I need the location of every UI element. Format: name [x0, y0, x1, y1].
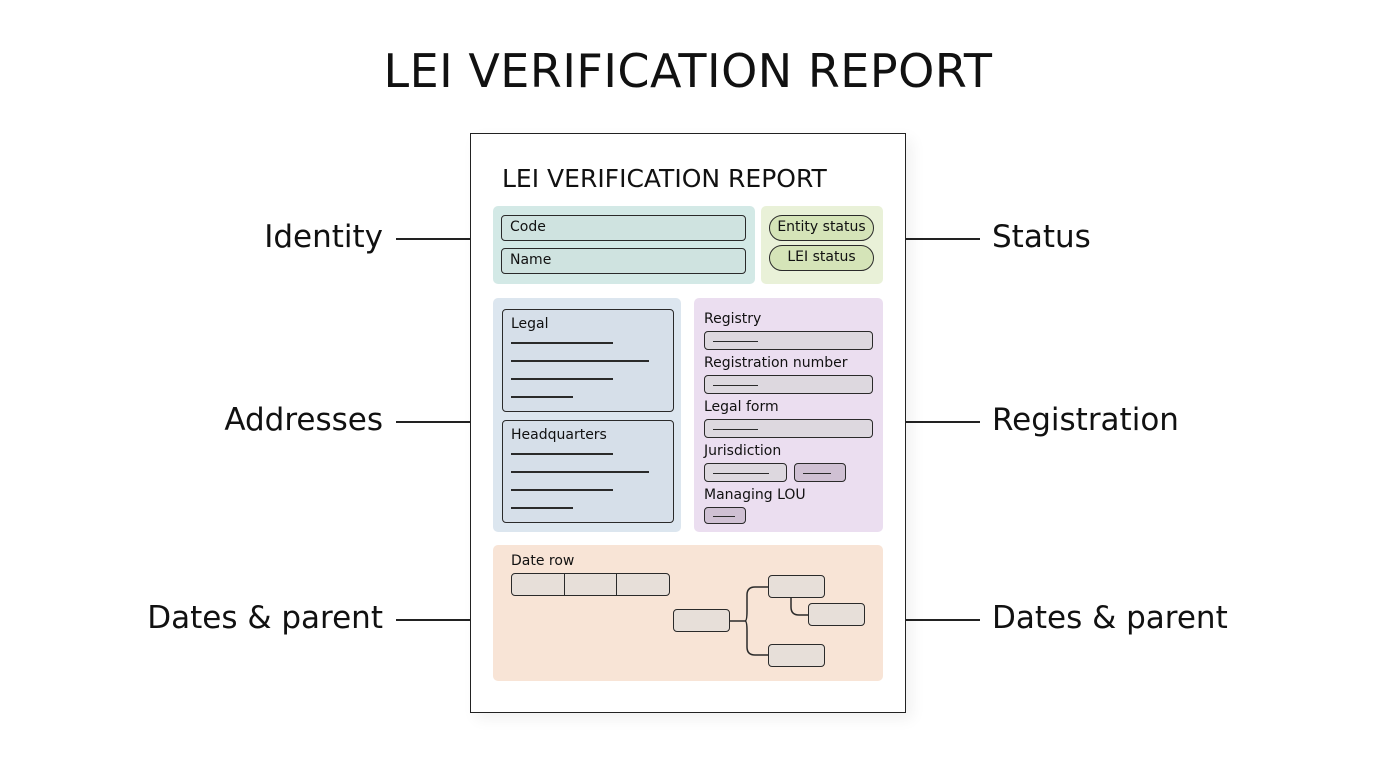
registration-section: Registry Registration number Legal form … — [694, 298, 883, 532]
connector-status — [890, 238, 980, 240]
registry-label: Registry — [704, 311, 762, 327]
address-line — [511, 507, 573, 509]
document-title: LEI VERIFICATION REPORT — [502, 164, 827, 193]
callout-dates-parent-right: Dates & parent — [992, 600, 1228, 636]
address-line — [511, 396, 573, 398]
callout-addresses: Addresses — [224, 402, 383, 438]
dates-parent-section: Date row — [493, 545, 883, 681]
legal-address-card: Legal — [502, 309, 674, 412]
managing-lou-field — [704, 507, 746, 524]
connector-identity — [396, 238, 486, 240]
report-document: LEI VERIFICATION REPORT Code Name Entity… — [470, 133, 906, 713]
headquarters-address-label: Headquarters — [511, 427, 607, 443]
addresses-section: Legal Headquarters — [493, 298, 681, 532]
registration-number-label: Registration number — [704, 355, 848, 371]
registration-number-field — [704, 375, 873, 394]
address-line — [511, 471, 649, 473]
date-cell — [564, 574, 565, 595]
callout-identity: Identity — [264, 219, 383, 255]
callout-dates-parent-left: Dates & parent — [147, 600, 383, 636]
connector-addresses — [396, 421, 486, 423]
address-line — [511, 489, 613, 491]
status-section: Entity status LEI status — [761, 206, 883, 284]
connector-dates-right — [890, 619, 980, 621]
address-line — [511, 360, 649, 362]
legal-form-field — [704, 419, 873, 438]
connector-registration — [890, 421, 980, 423]
jurisdiction-code-field — [794, 463, 846, 482]
legal-form-label: Legal form — [704, 399, 779, 415]
child-node — [768, 644, 825, 667]
connector-dates-left — [396, 619, 486, 621]
identity-section: Code Name — [493, 206, 755, 284]
direct-parent-node — [768, 575, 825, 598]
headquarters-address-card: Headquarters — [502, 420, 674, 523]
legal-address-label: Legal — [511, 316, 549, 332]
name-field: Name — [501, 248, 746, 274]
jurisdiction-field — [704, 463, 787, 482]
address-line — [511, 378, 613, 380]
parent-hierarchy-connectors — [729, 586, 809, 656]
callout-status: Status — [992, 219, 1091, 255]
main-title: LEI VERIFICATION REPORT — [383, 44, 993, 98]
lei-status-badge: LEI status — [769, 245, 874, 271]
entity-status-badge: Entity status — [769, 215, 874, 241]
callout-registration: Registration — [992, 402, 1179, 438]
address-line — [511, 453, 613, 455]
date-row-label: Date row — [511, 553, 575, 569]
code-field: Code — [501, 215, 746, 241]
entity-node — [673, 609, 730, 632]
address-line — [511, 342, 613, 344]
date-row — [511, 573, 670, 596]
date-cell — [616, 574, 617, 595]
registry-field — [704, 331, 873, 350]
managing-lou-label: Managing LOU — [704, 487, 806, 503]
ultimate-parent-node — [808, 603, 865, 626]
jurisdiction-label: Jurisdiction — [704, 443, 782, 459]
